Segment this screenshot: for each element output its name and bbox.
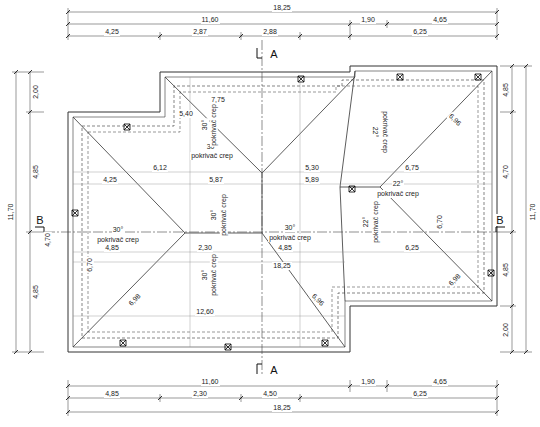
dimension-label: pokrivač crep (220, 193, 228, 237)
dimension-label: pokrivač crep (376, 190, 420, 198)
dimension-label: 4,65 (432, 16, 448, 24)
dimension-label: 4,85 (104, 244, 120, 252)
dimension-label: 30° (112, 226, 125, 234)
dimension-label: 6,25 (412, 390, 428, 398)
dimension-label: 2,87 (192, 28, 208, 36)
dimension-label: 30° (201, 269, 209, 282)
dimension-label: 5,30 (304, 164, 320, 172)
dimension-label: 7,75 (210, 96, 226, 104)
dimension-label: 6,70 (86, 257, 94, 273)
dimension-label: 1,90 (360, 378, 376, 386)
dimension-label: 4,85 (277, 244, 293, 252)
dimension-label: 6,96 (447, 112, 464, 129)
dimension-label: 2,30 (197, 244, 213, 252)
section-mark: A (269, 48, 278, 60)
dimension-label: 6,12 (152, 164, 168, 172)
dimension-label: 22° (362, 216, 370, 229)
dimension-label: 1,90 (360, 16, 376, 24)
dimension-label: 6,25 (412, 28, 428, 36)
dimension-label: 4,50 (262, 390, 278, 398)
dimension-label: 18,25 (272, 262, 292, 270)
dimension-label: 30° (201, 119, 209, 132)
dimension-label: 6,70 (436, 214, 444, 230)
dimension-label: pokrivač crep (190, 152, 234, 160)
dimension-label: 5,87 (208, 176, 224, 184)
dimension-label: 4,65 (432, 378, 448, 386)
dimension-label: 6,75 (404, 164, 420, 172)
dimension-label: 11,60 (201, 378, 220, 386)
dimension-label: 5,40 (178, 110, 194, 118)
dimension-label: 4,85 (502, 82, 510, 98)
dimension-label: pokrivač crep (372, 200, 380, 244)
dimension-label: 4,85 (104, 390, 120, 398)
dimension-label: 4,85 (32, 164, 40, 180)
dimension-label: pokrivač crep (381, 110, 389, 154)
dimension-label: 5,89 (304, 176, 320, 184)
dimension-label: 11,70 (6, 203, 14, 222)
dimension-label: 18,25 (272, 4, 292, 12)
dimension-label: 22° (371, 126, 379, 139)
dimension-label: 12,60 (195, 308, 215, 316)
dimension-label: 2,00 (502, 322, 510, 338)
dimension-label: 30° (210, 209, 218, 222)
dimension-label: 18,25 (272, 404, 292, 412)
dimension-label: 30° (284, 224, 297, 232)
section-mark: A (269, 364, 278, 376)
dimension-label: 2,00 (32, 84, 40, 100)
dimension-label: 6,98 (447, 272, 464, 289)
dimension-label: 22° (392, 180, 405, 188)
dimension-label: 6,96 (310, 292, 327, 309)
dimension-label: 11,70 (528, 203, 536, 222)
dimension-label: pokrivač crep (210, 253, 218, 297)
dimension-label: 4,70 (44, 232, 52, 248)
dimension-label: 6,25 (404, 244, 420, 252)
section-mark: B (35, 214, 44, 226)
section-mark: B (495, 214, 504, 226)
dimension-label: 11,60 (201, 16, 220, 24)
dimension-label: 4,85 (502, 262, 510, 278)
dimension-label: 4,25 (102, 176, 118, 184)
dimension-label: 2,30 (192, 390, 208, 398)
dimension-label: 4,25 (104, 28, 120, 36)
dimension-label: 4,70 (502, 164, 510, 180)
dimension-label: 4,85 (32, 284, 40, 300)
dimension-label: 6,98 (127, 292, 144, 309)
dimension-label: pokrivač crep (268, 234, 312, 242)
dimension-label: pokrivač crep (96, 236, 140, 244)
dimension-label: pokrivač crep (210, 103, 218, 147)
dimension-label: 2,88 (262, 28, 278, 36)
